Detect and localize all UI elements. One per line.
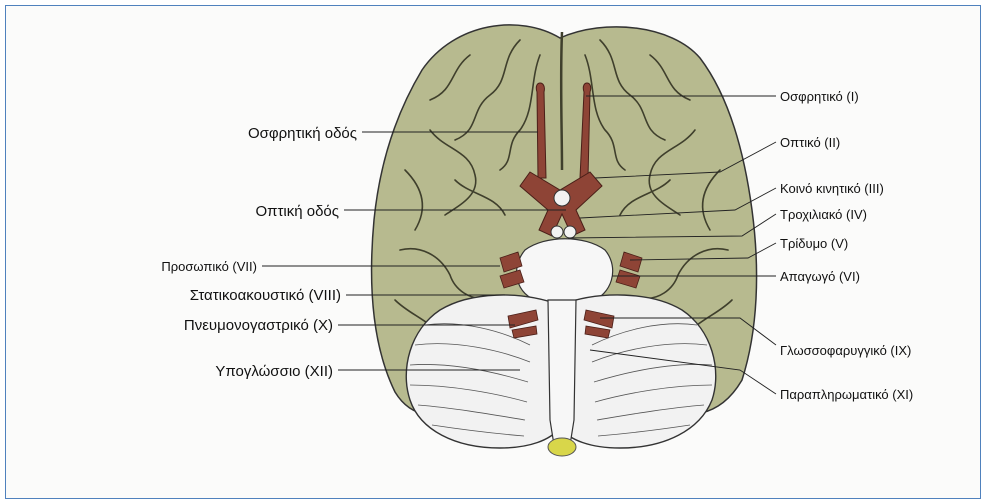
label-vestibulocochlear-nerve: Στατικοακουστικό (VIII) [190,287,341,304]
longitudinal-fissure [561,32,562,170]
label-vagus-nerve: Πνευμονογαστρικό (Χ) [184,317,333,334]
label-trigeminal-nerve: Τρίδυμο (V) [780,236,848,251]
label-abducens-nerve: Απαγωγό (VI) [780,269,860,284]
brain-illustration [372,25,757,456]
label-olfactory-nerve: Οσφρητικό (I) [780,89,859,104]
label-facial-nerve: Προσωπικό (VII) [161,259,257,274]
label-glossopharyngeal-nerve: Γλωσσοφαρυγγικό (IX) [780,343,911,358]
labels-left: Οσφρητική οδός Οπτική οδός Προσωπικό (VI… [161,125,357,380]
spinal-cord-section [548,438,576,456]
pons [517,239,613,302]
label-olfactory-tract: Οσφρητική οδός [248,125,357,142]
label-optic-nerve: Οπτικό (II) [780,135,840,150]
mammillary-body-left [551,226,563,238]
label-oculomotor-nerve: Κοινό κινητικό (III) [780,181,884,196]
label-accessory-nerve: Παραπληρωματικό (XI) [780,387,913,402]
label-hypoglossal-nerve: Υπογλώσσιο (XII) [215,363,333,380]
mammillary-bodies [554,190,570,206]
label-optic-tract: Οπτική οδός [255,203,339,220]
medulla [548,300,576,445]
mammillary-body-right [564,226,576,238]
labels-right: Οσφρητικό (I) Οπτικό (II) Κοινό κινητικό… [780,89,913,402]
label-trochlear-nerve: Τροχιλιακό (IV) [780,207,867,222]
